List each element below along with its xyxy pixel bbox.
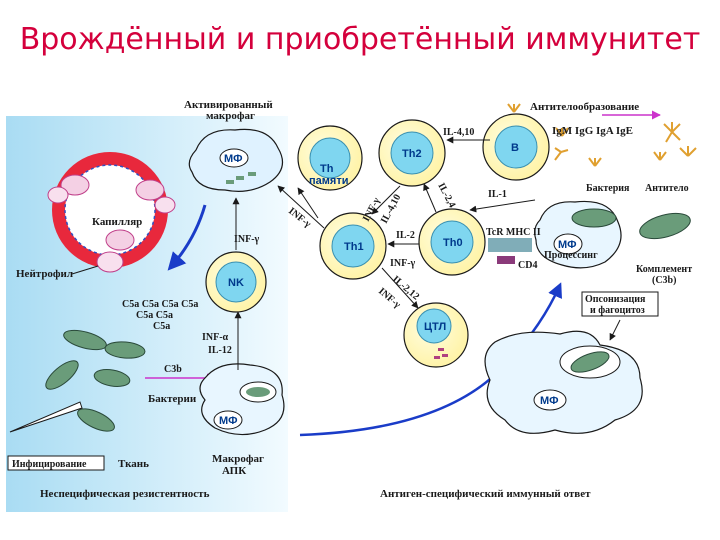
bacterium-label: Бактерия: [586, 183, 630, 194]
cd4-label: CD4: [518, 260, 537, 271]
opsonization-box: [581, 291, 659, 317]
phagocytosing-macrophage: [484, 330, 643, 434]
inf-gamma-left: INF-γ: [286, 206, 313, 230]
inf-gamma-nk: INF-γ: [234, 234, 260, 245]
th0-to-th2-arrow: [423, 183, 437, 213]
th1-to-macrophage-arrow: [277, 185, 325, 229]
nk-cell: [205, 251, 267, 313]
opsonization-label-2: и фагоцитоз: [590, 305, 645, 316]
nk-label: NK: [228, 277, 244, 289]
tissue-bacteria: [45, 329, 146, 432]
b-label: B: [511, 142, 519, 154]
inf-gamma-mid: INF-γ: [390, 258, 416, 269]
il12-label: IL-12: [208, 345, 232, 356]
antibody-formation-label: Антителообразование: [530, 101, 639, 113]
processing-label: Процессинг: [544, 250, 598, 261]
tcr-mhc-label: TcR MHC II: [486, 227, 541, 238]
right-macrophage: [534, 200, 622, 269]
c5a-row-1: C5a C5a C5a C5a: [122, 299, 198, 310]
capillary: [47, 152, 176, 273]
inf-alpha-label: INF-α: [202, 332, 229, 343]
ctl-cell: [403, 302, 469, 368]
th0-cell: [418, 208, 486, 276]
th1-label: Th1: [344, 241, 364, 253]
infection-label: Инфицирование: [12, 459, 87, 470]
apc-macrophage: [199, 363, 285, 436]
il-1: IL-1: [488, 189, 507, 200]
th1-to-ctl-arrow: [381, 267, 419, 309]
ctl-label: ЦТЛ: [424, 321, 446, 333]
il-4-10-top: IL-4,10: [443, 127, 474, 138]
receptor-complex: [488, 238, 532, 264]
complement-label-2: (C3b): [652, 275, 676, 286]
left-footer: Неспецифическая резистентность: [40, 488, 210, 500]
th-memory-label-2: памяти: [309, 175, 348, 187]
c3b-label: C3b: [164, 364, 182, 375]
activated-macrophage-label-2: макрофаг: [206, 110, 255, 122]
inf-gamma-low: INF-γ: [376, 286, 403, 311]
apc-mf-label: МФ: [219, 415, 238, 427]
right-mf-label: МФ: [558, 239, 577, 251]
opsonized-bacterium: [639, 212, 691, 240]
activated-macrophage-label-1: Активированный: [184, 99, 273, 111]
th2-label: Th2: [402, 148, 422, 160]
right-footer: Антиген-специфический иммунный ответ: [380, 488, 591, 500]
b-cell: [482, 113, 550, 181]
activated-macrophage: [188, 128, 284, 192]
th0-label: Th0: [443, 237, 463, 249]
antibody-label: Антитело: [645, 183, 689, 194]
il-4-10-diag: IL-4,10: [379, 193, 403, 226]
macrophage-to-capillary-arrow: [167, 204, 207, 271]
activated-mf-label: МФ: [224, 153, 243, 165]
mf-to-th0-il1-arrow: [469, 199, 536, 213]
c5a-row-2: C5a C5a: [136, 310, 173, 321]
apc-label-1: Макрофаг: [212, 453, 264, 465]
opsonization-arrow: [609, 319, 621, 341]
bottom-mf-label: МФ: [540, 395, 559, 407]
il-2: IL-2: [396, 230, 415, 241]
page-title: Врождённый и приобретённый иммунитет: [19, 22, 701, 57]
ig-classes-label: IgM IgG IgA IgE: [552, 125, 633, 137]
th-memory-cell: [297, 125, 363, 191]
tissue-label: Ткань: [118, 458, 149, 470]
bacteria-label: Бактерии: [148, 393, 197, 405]
neutrophil-label: Нейтрофил: [16, 268, 73, 280]
th-memory-label-1: Th: [320, 163, 334, 175]
apc-label-2: АПК: [222, 465, 246, 477]
th2-to-th1-arrow: [371, 185, 401, 215]
infection-box: [7, 455, 105, 471]
c5a-row-3: C5a: [153, 321, 170, 332]
il-2-4: IL-2,4: [435, 181, 457, 209]
needle-icon: [9, 401, 83, 433]
complement-label-1: Комплемент: [636, 264, 692, 275]
th1-to-th-memory-arrow: [297, 187, 319, 219]
capillary-label: Капилляр: [92, 216, 142, 228]
th2-cell: [378, 119, 446, 187]
th1-cell: [319, 212, 387, 280]
opsonization-label-1: Опсонизация: [585, 294, 646, 305]
neutrophil-pointer: [71, 265, 99, 275]
antibody-icons: [507, 103, 697, 167]
